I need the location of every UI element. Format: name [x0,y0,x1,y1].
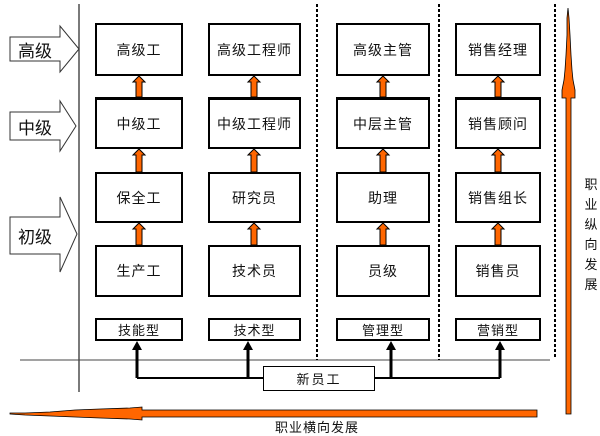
arrow-head-up-icon [243,341,253,350]
position-box: 高级工程师 [208,23,301,76]
promotion-arrow-up-icon [375,75,391,98]
promotion-arrow-up-icon [490,148,506,173]
position-box: 销售经理 [455,23,541,76]
level-arrow-mid [9,99,77,153]
level-label-mid: 中级 [18,118,52,139]
promotion-arrow-up-icon [131,222,147,246]
entry-connectors [132,341,505,379]
position-box: 中层主管 [336,97,430,149]
promotion-arrow-up-icon [131,75,147,98]
track-type-box: 技能型 [95,318,183,341]
position-box: 中级工 [95,97,183,149]
promotion-arrow-up-icon [246,75,262,98]
track-type-box: 管理型 [336,318,430,341]
position-box: 销售员 [455,245,541,297]
promotion-arrow-up-icon [246,148,262,173]
position-box: 销售组长 [455,172,541,223]
track-type-box: 营销型 [455,318,541,341]
level-arrow-high [9,24,80,74]
position-box: 技术员 [208,245,301,297]
track-type-box: 技术型 [208,318,301,341]
position-box: 员级 [336,245,430,297]
vertical-development-label: 职业纵向发展 [584,178,598,293]
arrow-head-up-icon [495,341,505,350]
position-box: 中级工程师 [208,97,301,149]
promotion-arrow-up-icon [490,222,506,246]
horizontal-development-label: 职业横向发展 [275,421,360,436]
promotion-arrow-up-icon [246,222,262,246]
new-employee-box: 新员工 [263,366,375,391]
level-label-high: 高级 [18,41,52,62]
promotion-arrow-up-icon [131,148,147,173]
vertical-development-arrow [561,7,576,415]
position-box: 保全工 [95,172,183,223]
level-label-low: 初级 [18,228,52,248]
position-box: 销售顾问 [455,97,541,149]
position-box: 生产工 [95,245,183,297]
promotion-arrow-up-icon [490,75,506,98]
promotion-arrow-up-icon [375,222,391,246]
level-arrow-low [9,196,78,273]
arrow-head-up-icon [386,341,396,350]
position-box: 高级主管 [336,23,430,76]
promotion-arrows [131,75,506,246]
arrow-head-up-icon [132,341,142,350]
position-box: 研究员 [208,172,301,223]
horizontal-development-arrow [9,406,538,421]
promotion-arrow-up-icon [375,148,391,173]
position-box: 高级工 [95,23,183,76]
position-box: 助理 [336,172,430,223]
